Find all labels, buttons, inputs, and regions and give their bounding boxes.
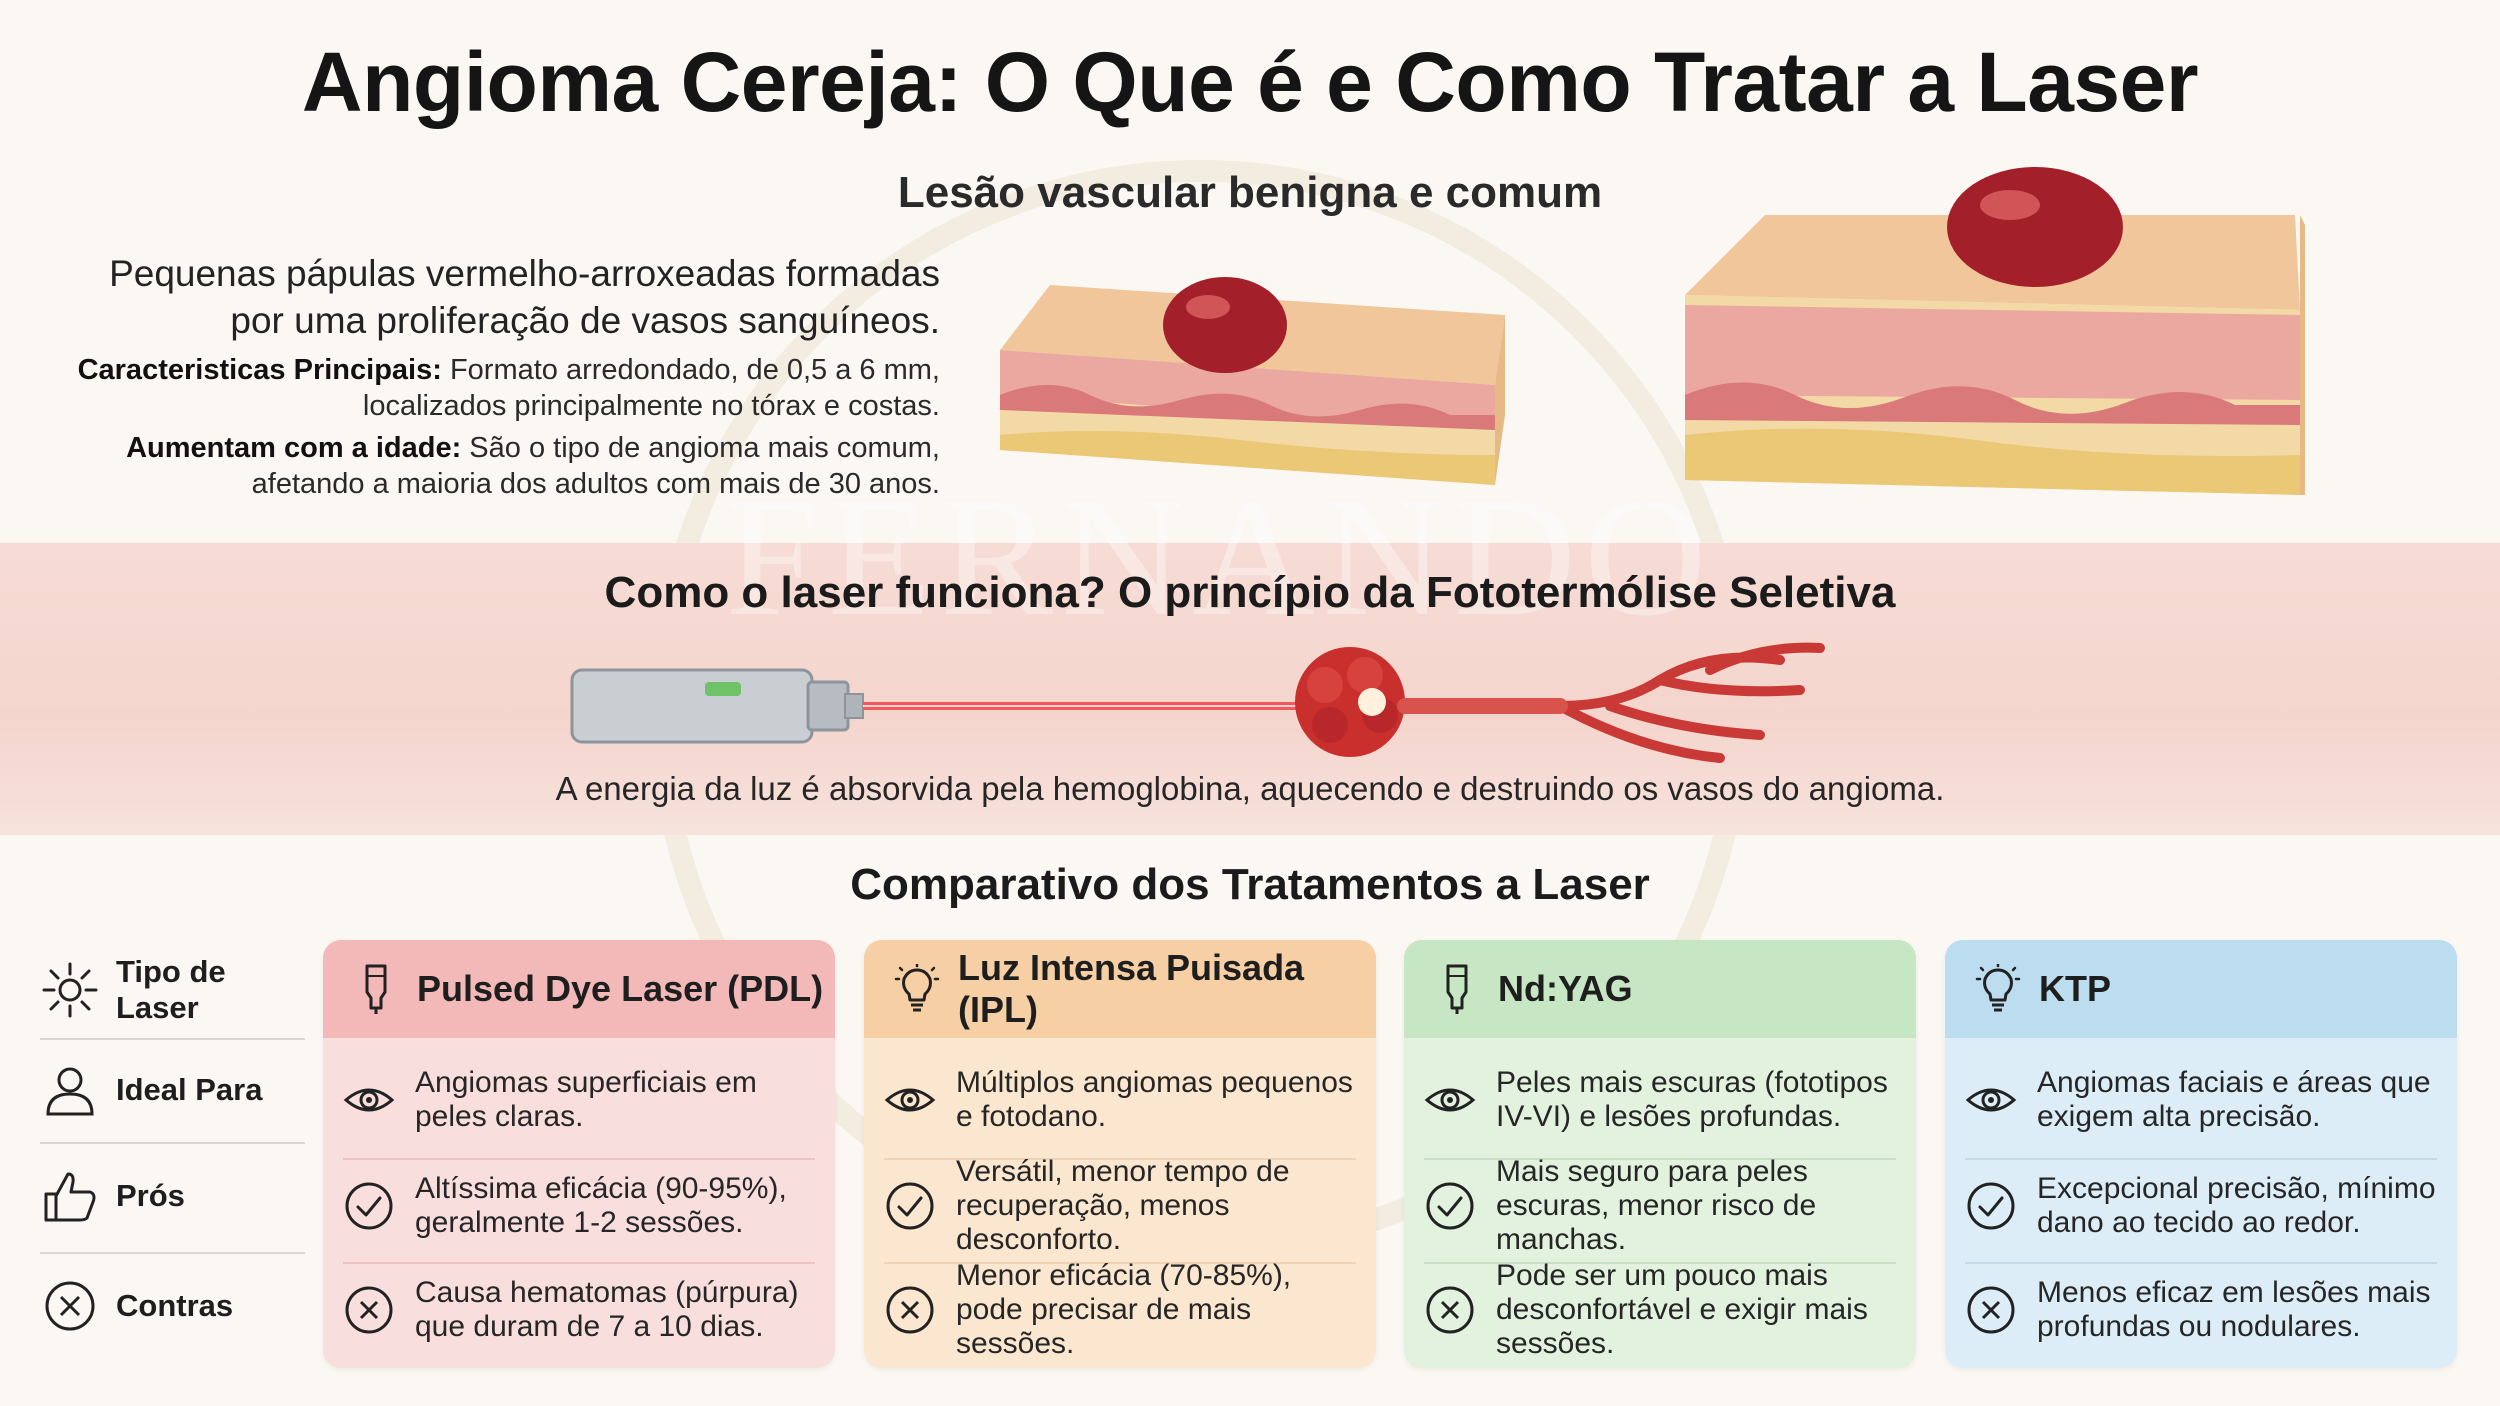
card-row-ideal: Angiomas superficiais em peles claras.	[343, 1046, 815, 1154]
row-label-text: Tipo de Laser	[116, 954, 226, 1025]
card-row-pros: Mais seguro para peles escuras, menor ri…	[1424, 1152, 1896, 1260]
row-divider	[40, 1038, 305, 1040]
check-circle-icon	[886, 1182, 934, 1230]
lightbulb-icon	[894, 964, 940, 1012]
row-label-ideal: Ideal Para	[40, 1040, 305, 1140]
row-label-text: Contras	[116, 1288, 234, 1323]
card-header: Nd:YAG	[1404, 940, 1916, 1038]
intro-lead: Pequenas pápulas vermelho-arroxeadas for…	[109, 253, 940, 341]
pros-text: Altíssima eficácia (90-95%), geralmente …	[415, 1172, 787, 1239]
card-row-ideal: Peles mais escuras (fototipos IV-VI) e l…	[1424, 1046, 1896, 1154]
check-circle-icon	[1426, 1182, 1474, 1230]
mechanism-title: Como o laser funciona? O princípio da Fo…	[604, 568, 1896, 617]
feature-label: Aumentam com a idade:	[126, 432, 462, 464]
eye-icon	[343, 1088, 395, 1112]
cons-text: Menos eficaz em lesões mais profundas ou…	[2037, 1276, 2431, 1343]
card-row-cons: Menos eficaz em lesões mais profundas ou…	[1965, 1256, 2437, 1364]
page-title: Angioma Cereja: O Que é e Como Tratar a …	[301, 35, 2199, 129]
eye-icon	[884, 1088, 936, 1112]
card-divider	[884, 1158, 1356, 1160]
check-circle-icon	[1967, 1182, 2015, 1230]
row-label-text: Prós	[116, 1178, 185, 1213]
laser-beam-illustration	[570, 642, 1825, 763]
eye-icon	[1424, 1088, 1476, 1112]
card-row-pros: Excepcional precisão, mínimo dano ao tec…	[1965, 1152, 2437, 1260]
lightbulb-icon	[1975, 964, 2021, 1012]
watermark-wordmark: FERNANDO	[725, 463, 1715, 651]
laser-card-ndyag: Nd:YAG Peles mais escuras (fototipos IV-V…	[1404, 940, 1916, 1368]
mechanism-caption: A energia da luz é absorvida pela hemogl…	[555, 770, 1945, 807]
feature-label: Caracteristicas Principais:	[77, 354, 442, 386]
cons-text: Causa hematomas (púrpura) que duram de 7…	[415, 1276, 799, 1343]
pros-text: Excepcional precisão, mínimo dano ao tec…	[2037, 1172, 2436, 1239]
card-header: KTP	[1945, 940, 2457, 1038]
card-divider	[343, 1262, 815, 1264]
card-divider	[1965, 1158, 2437, 1160]
row-label-text: Ideal Para	[116, 1072, 263, 1107]
skin-cross-section-small-illustration	[1000, 277, 1505, 485]
thumbs-up-icon	[44, 1172, 96, 1222]
x-circle-icon	[345, 1286, 393, 1334]
laser-name: Nd:YAG	[1498, 968, 1633, 1009]
laser-card-pdl: Pulsed Dye Laser (PDL) Angiomas superfici…	[323, 940, 835, 1368]
laser-mechanism-band	[0, 543, 2500, 835]
laser-name: Luz Intensa Puisada (IPL)	[958, 947, 1305, 1030]
comparison-title: Comparativo dos Tratamentos a Laser	[850, 860, 1650, 909]
laser-card-ktp: KTP Angiomas faciais e áreas que exigem a…	[1945, 940, 2457, 1368]
card-row-pros: Altíssima eficácia (90-95%), geralmente …	[343, 1152, 815, 1260]
feature-text: Formato arredondado, de 0,5 a 6 mm, loca…	[362, 354, 940, 422]
cons-text: Pode ser um pouco mais desconfortável e …	[1496, 1259, 1868, 1360]
cons-text: Menor eficácia (70-85%), pode precisar d…	[956, 1259, 1292, 1360]
x-circle-icon	[45, 1281, 95, 1331]
laser-card-ipl: Luz Intensa Puisada (IPL) Múltiplos angio…	[864, 940, 1376, 1368]
row-label-pros: Prós	[40, 1146, 305, 1246]
skin-cross-section-large-illustration	[1685, 167, 2305, 495]
ideal-text: Angiomas superficiais em peles claras.	[415, 1066, 757, 1133]
card-divider	[1424, 1262, 1896, 1264]
row-divider	[40, 1142, 305, 1144]
laser-handpiece-icon	[1446, 964, 1468, 1014]
ideal-text: Múltiplos angiomas pequenos e fotodano.	[956, 1066, 1353, 1133]
check-circle-icon	[345, 1182, 393, 1230]
laser-name: Pulsed Dye Laser (PDL)	[417, 968, 824, 1009]
card-row-cons: Menor eficácia (70-85%), pode precisar d…	[884, 1256, 1356, 1364]
x-circle-icon	[1967, 1286, 2015, 1334]
ideal-text: Peles mais escuras (fototipos IV-VI) e l…	[1496, 1066, 1888, 1133]
feature-text: São o tipo de angioma mais comum, afetan…	[251, 432, 940, 500]
row-label-laser-type: Tipo de Laser	[40, 940, 305, 1040]
card-header: Pulsed Dye Laser (PDL)	[323, 940, 835, 1038]
card-row-cons: Pode ser um pouco mais desconfortável e …	[1424, 1256, 1896, 1364]
card-row-ideal: Angiomas faciais e áreas que exigem alta…	[1965, 1046, 2437, 1154]
card-divider	[343, 1158, 815, 1160]
person-icon	[46, 1067, 94, 1116]
pros-text: Mais seguro para peles escuras, menor ri…	[1496, 1155, 1817, 1256]
card-divider	[1424, 1158, 1896, 1160]
x-circle-icon	[886, 1286, 934, 1334]
row-divider	[40, 1252, 305, 1254]
card-row-pros: Versátil, menor tempo de recuperação, me…	[884, 1152, 1356, 1260]
row-label-cons: Contras	[40, 1256, 305, 1356]
eye-icon	[1965, 1088, 2017, 1112]
laser-handpiece-icon	[365, 964, 387, 1014]
card-header: Luz Intensa Puisada (IPL)	[864, 940, 1376, 1038]
laser-name: KTP	[2039, 968, 2111, 1009]
x-circle-icon	[1426, 1286, 1474, 1334]
card-divider	[1965, 1262, 2437, 1264]
sun-icon	[42, 962, 98, 1018]
feature-age: Aumentam com a idade: São o tipo de angi…	[60, 430, 940, 502]
ideal-text: Angiomas faciais e áreas que exigem alta…	[2037, 1066, 2431, 1133]
card-row-ideal: Múltiplos angiomas pequenos e fotodano.	[884, 1046, 1356, 1154]
section-subtitle: Lesão vascular benigna e comum	[897, 168, 1603, 217]
card-divider	[884, 1262, 1356, 1264]
feature-characteristics: Caracteristicas Principais: Formato arre…	[60, 352, 940, 424]
pros-text: Versátil, menor tempo de recuperação, me…	[956, 1155, 1290, 1256]
card-row-cons: Causa hematomas (púrpura) que duram de 7…	[343, 1256, 815, 1364]
